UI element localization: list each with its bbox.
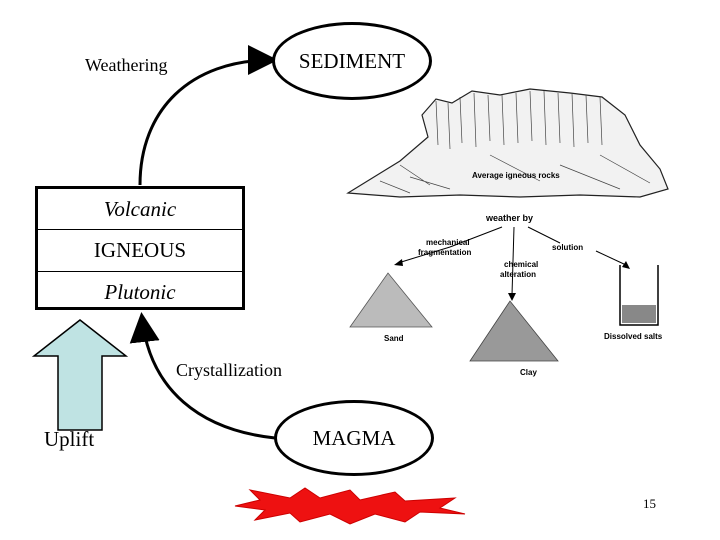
uplift-label: Uplift — [44, 427, 95, 451]
salts-label: Dissolved salts — [604, 332, 663, 341]
clay-pile — [469, 300, 559, 362]
igneous-rock-mountain — [346, 88, 669, 198]
solution-label: solution — [552, 243, 583, 252]
weathering-illustration: Average igneous rocks weather by mechani… — [346, 88, 669, 377]
svg-text:chemical alteration: chemical alteration — [500, 260, 540, 279]
crystallization-arrow — [129, 312, 276, 440]
page-number: 15 — [643, 496, 656, 511]
igneous-row: IGNEOUS — [38, 230, 242, 270]
dissolved-salts — [622, 305, 656, 323]
svg-text:mechanical fragmentation: mechanical fragmentation — [418, 238, 472, 257]
mechanical-label-1: mechanical — [426, 238, 470, 247]
arrow-to-sand-icon — [394, 259, 403, 266]
rock-label: Average igneous rocks — [472, 171, 560, 180]
weathering-arrow — [138, 45, 278, 186]
volcanic-label: Volcanic — [103, 196, 177, 221]
igneous-box: Volcanic IGNEOUS Plutonic — [35, 186, 245, 310]
plutonic-row: Plutonic — [38, 272, 242, 312]
weather-by-label: weather by — [485, 213, 533, 223]
volcanic-row: Volcanic — [38, 189, 242, 229]
sand-pile — [349, 272, 433, 328]
sand-label: Sand — [384, 334, 404, 343]
igneous-label: IGNEOUS — [93, 237, 187, 262]
beaker-icon — [619, 265, 659, 326]
weathering-label: Weathering — [85, 55, 168, 75]
igneous-divider-bottom — [38, 271, 242, 272]
magma-node: MAGMA — [274, 400, 434, 476]
plutonic-label: Plutonic — [104, 279, 176, 304]
chemical-label-1: chemical — [504, 260, 538, 269]
uplift-arrow-icon — [31, 319, 129, 431]
mechanical-label-2: fragmentation — [418, 248, 471, 257]
clay-label: Clay — [520, 368, 537, 377]
magma-label: MAGMA — [312, 425, 396, 450]
sediment-node: SEDIMENT — [272, 22, 432, 100]
arrow-to-clay-icon — [508, 293, 516, 301]
crystallization-label: Crystallization — [176, 360, 282, 380]
magma-burst-icon — [234, 487, 466, 525]
chemical-label-2: alteration — [500, 270, 536, 279]
sediment-label: SEDIMENT — [298, 48, 406, 73]
arrow-to-salts-icon — [622, 261, 630, 269]
igneous-divider-top — [38, 229, 242, 230]
